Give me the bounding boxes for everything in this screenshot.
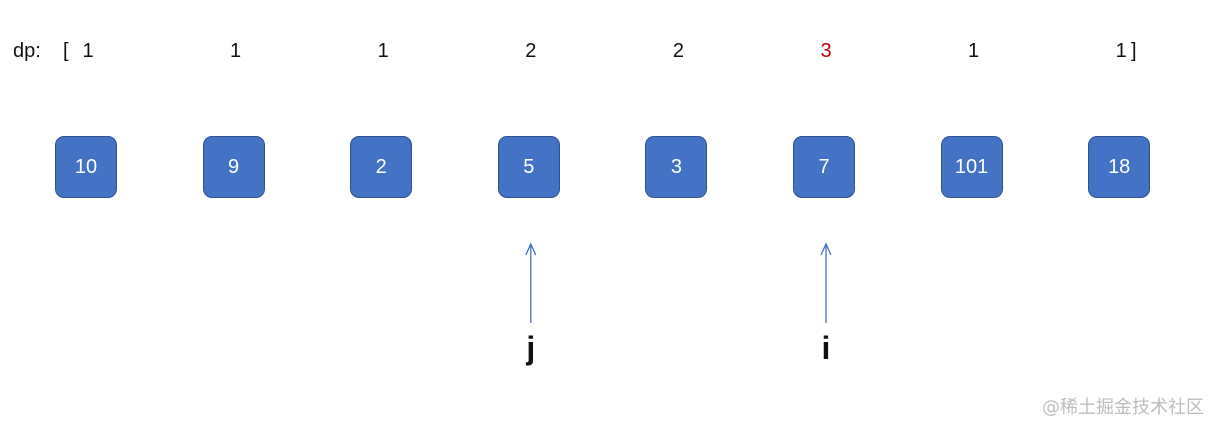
num-cell-value: 18 xyxy=(1108,155,1131,178)
pointer-label: i xyxy=(821,330,831,366)
num-cell-value: 2 xyxy=(375,155,387,178)
num-cell: 10 xyxy=(55,136,117,198)
watermark: @稀土掘金技术社区 xyxy=(1042,397,1204,418)
num-cell: 9 xyxy=(202,136,265,198)
dp-value: 1 xyxy=(230,40,242,62)
dp-value: 1 xyxy=(377,40,389,62)
num-cell-value: 9 xyxy=(228,155,240,178)
num-cell: 2 xyxy=(350,136,413,198)
dp-close-bracket: ] xyxy=(1131,40,1137,62)
num-cell: 7 xyxy=(793,136,855,198)
dp-value: 3 xyxy=(820,40,832,62)
num-cell-value: 3 xyxy=(670,155,682,178)
dp-value: 1 xyxy=(1115,40,1127,62)
num-cell-value: 7 xyxy=(818,155,830,178)
num-cell: 101 xyxy=(940,136,1003,198)
num-cell-value: 10 xyxy=(74,155,98,178)
dp-label: dp: xyxy=(13,40,41,62)
pointer-label: j xyxy=(526,330,536,366)
num-cell-value: 5 xyxy=(523,155,535,178)
dp-value: 2 xyxy=(525,40,537,62)
dp-value: 1 xyxy=(968,40,980,62)
dp-value: 1 xyxy=(82,40,94,62)
dp-open-bracket: [ xyxy=(63,40,69,62)
num-cell: 3 xyxy=(645,136,708,198)
num-cell: 5 xyxy=(497,136,560,198)
num-cell: 18 xyxy=(1088,136,1151,198)
pointer-arrow xyxy=(820,242,832,323)
pointer-arrow xyxy=(525,242,537,323)
num-cell-value: 101 xyxy=(954,155,989,178)
dp-value: 2 xyxy=(672,40,684,62)
